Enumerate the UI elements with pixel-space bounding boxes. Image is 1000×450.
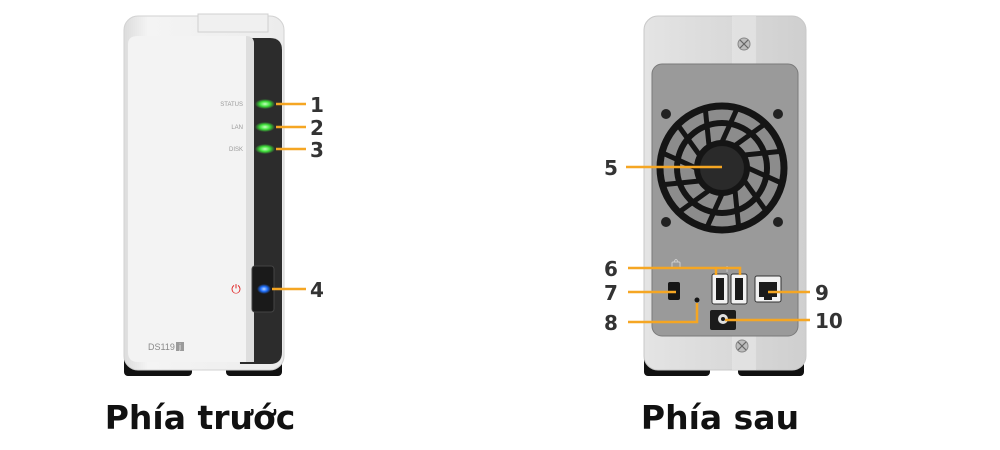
callout-8: 8: [604, 311, 618, 335]
front-face-plate: [128, 36, 254, 362]
callout-1: 1: [310, 93, 324, 117]
fan-screws: [661, 109, 783, 227]
fan-spoke: [662, 178, 700, 188]
fan-spoke: [702, 108, 712, 146]
front-top-notch: [197, 13, 269, 33]
fan-spoke: [744, 148, 782, 158]
fan-spoke: [677, 188, 711, 215]
power-led: [257, 284, 271, 294]
caption-front: Phía trước: [104, 398, 296, 437]
fan-spoke: [732, 190, 742, 228]
disk-led: [255, 144, 275, 154]
model-badge: [176, 342, 184, 351]
model-badge-text: j: [178, 344, 181, 351]
front-callouts: [272, 102, 306, 291]
led-label-status: STATUS: [220, 102, 243, 108]
fan-spoke: [742, 179, 769, 213]
callout-7: 7: [604, 281, 618, 305]
led-label-disk: DISK: [229, 147, 243, 153]
fan-spoke: [660, 150, 698, 171]
fan-spoke: [733, 121, 767, 148]
fan-spoke: [675, 123, 702, 157]
callout-2: 2: [310, 116, 324, 140]
status-led: [255, 99, 275, 109]
callout-6: 6: [604, 257, 618, 281]
fan-spoke: [704, 192, 725, 230]
fan-spoke: [746, 165, 784, 186]
callout-9: 9: [815, 281, 829, 305]
callout-10: 10: [815, 309, 843, 333]
reset-button[interactable]: [694, 297, 700, 303]
front-unit: STATUS LAN DISK ⏻ DS119 j: [123, 13, 285, 376]
model-label: DS119: [148, 342, 175, 352]
screw-bottom: [735, 339, 749, 353]
lan-led: [255, 122, 275, 132]
power-icon: ⏻: [231, 282, 241, 296]
caption-back: Phía sau: [640, 398, 800, 437]
callout-5: 5: [604, 156, 618, 180]
led-label-lan: LAN: [231, 125, 243, 131]
callout-3: 3: [310, 138, 324, 162]
screw-top: [737, 37, 751, 51]
usb-icon: ⟊: [726, 265, 729, 275]
back-callouts: [626, 165, 810, 324]
fan-spoke: [719, 106, 740, 144]
callout-4: 4: [310, 278, 324, 302]
